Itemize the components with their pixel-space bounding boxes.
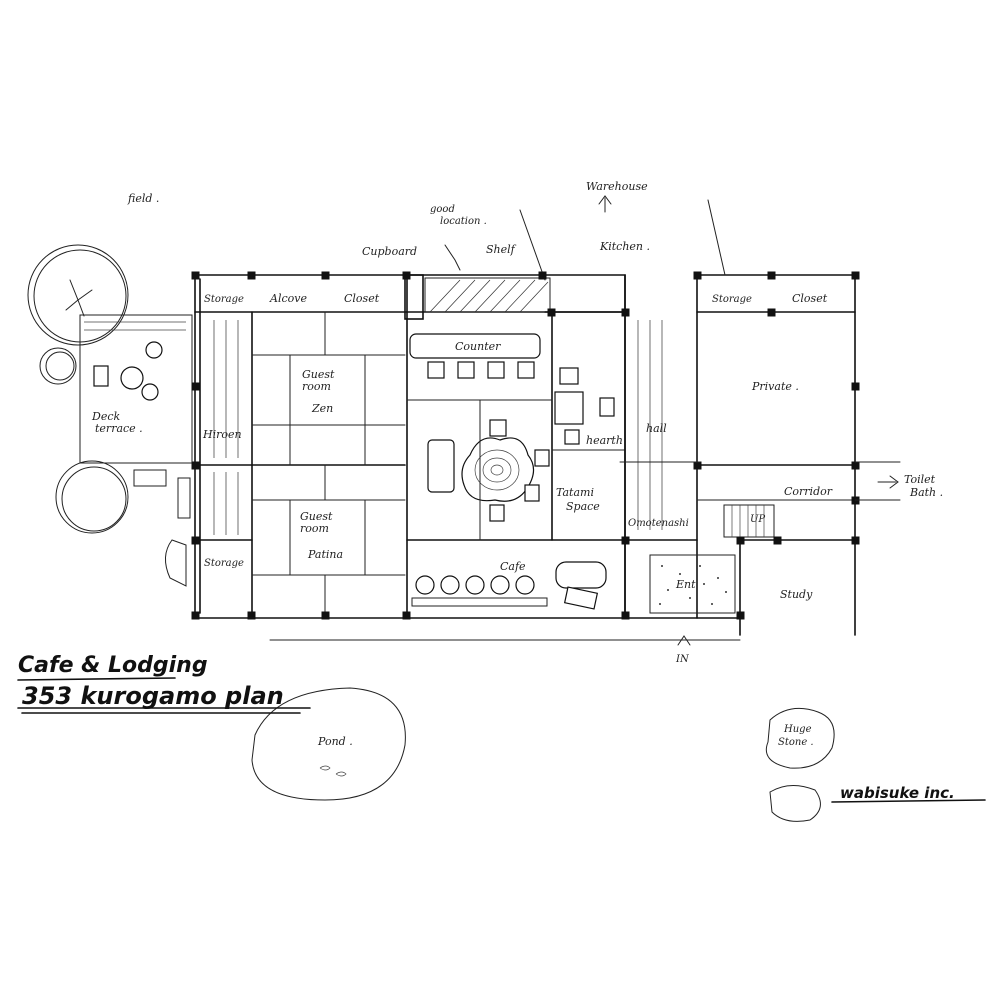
- label-closet-right: Closet: [792, 292, 828, 305]
- tatami-round-table: [427, 419, 550, 522]
- label-bath: Bath .: [909, 486, 943, 499]
- label-patina: Patina: [307, 548, 343, 561]
- title-underline-1: [17, 677, 176, 681]
- label-closet-left: Closet: [344, 292, 380, 305]
- hiroen-boards: [213, 320, 239, 535]
- label-up: UP: [750, 514, 765, 525]
- title-line-1: Cafe & Lodging: [18, 653, 208, 678]
- label-cafe: Cafe: [500, 560, 526, 573]
- label-guest-room-1a: Guest: [302, 368, 335, 381]
- label-ent: Ent: [675, 578, 696, 591]
- label-tatami-1: Tatami: [556, 486, 594, 499]
- label-shelf: Shelf: [486, 243, 517, 256]
- label-hall: hall: [646, 422, 667, 435]
- staircase: [723, 504, 775, 538]
- label-study: Study: [780, 588, 813, 601]
- label-guest-room-2b: room: [300, 522, 329, 535]
- entrance-floor: [649, 554, 736, 614]
- structural-posts: [191, 271, 860, 620]
- label-corridor: Corridor: [784, 485, 833, 498]
- label-zen: Zen: [311, 402, 333, 415]
- label-kitchen: Kitchen .: [599, 240, 650, 253]
- huge-stone: [765, 707, 835, 822]
- label-good-location-2: location .: [440, 216, 487, 227]
- tatami-grid-guest-rooms: [251, 311, 406, 619]
- terrace-chairs: [93, 341, 163, 401]
- hearth-table: [554, 367, 615, 445]
- label-counter: Counter: [455, 340, 501, 353]
- label-tatami-2: Space: [566, 500, 600, 513]
- label-huge-stone-2: Stone .: [778, 737, 814, 748]
- title-line-2: 353 kurogamo plan: [22, 682, 284, 710]
- label-omotenashi: Omotenashi: [628, 518, 689, 529]
- label-cupboard: Cupboard: [362, 245, 417, 258]
- label-alcove: Alcove: [269, 292, 307, 305]
- label-private: Private .: [751, 380, 799, 393]
- label-hearth: hearth: [586, 434, 623, 447]
- label-guest-room-1b: room: [302, 380, 331, 393]
- label-toilet: Toilet: [904, 473, 936, 486]
- cafe-counter: [409, 333, 541, 379]
- label-guest-room-2a: Guest: [300, 510, 333, 523]
- warehouse-arrow-icon: [598, 195, 612, 213]
- label-deck-terrace-2: terrace .: [95, 422, 143, 435]
- label-storage-bottom-left: Storage: [204, 558, 244, 569]
- toilet-arrow-icon: [877, 475, 899, 489]
- shrub-left: [39, 347, 77, 385]
- kitchen-counter-hatch: [404, 209, 551, 320]
- cafe-seating: [411, 561, 607, 610]
- label-good-location-1: good: [430, 204, 455, 215]
- hall-wing: [624, 199, 856, 636]
- tree-bottom-left: [55, 460, 129, 534]
- entry-arrow-icon: [677, 635, 691, 646]
- label-huge-stone-1: Huge: [783, 724, 812, 735]
- deck-terrace: [79, 314, 193, 464]
- label-pond: Pond .: [317, 735, 353, 748]
- label-warehouse: Warehouse: [586, 180, 648, 193]
- label-in: IN: [675, 654, 690, 665]
- signature-underline: [831, 799, 986, 803]
- label-hiroen: Hiroen: [202, 428, 242, 441]
- label-storage-top-left: Storage: [204, 294, 244, 305]
- stepping-stones: [133, 469, 191, 587]
- label-field: field .: [127, 192, 159, 205]
- tatami-grid: [406, 399, 626, 541]
- pond: [251, 687, 406, 801]
- label-deck-terrace-1: Deck: [91, 410, 120, 423]
- label-storage-top-right: Storage: [712, 294, 752, 305]
- signature: wabisuke inc.: [840, 784, 955, 802]
